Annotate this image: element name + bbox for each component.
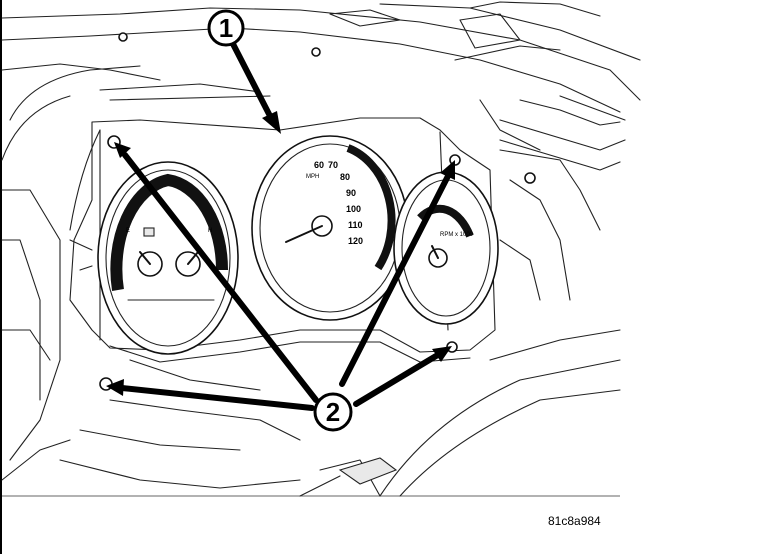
callout-2: 2 [313,392,353,432]
left-frame-border [0,0,2,554]
callout-1: 1 [207,9,245,47]
left-gauge: E H [97,161,239,355]
figure-code: 81c8a984 [548,514,601,528]
callout-1-label: 1 [219,13,233,43]
speed-tick-60: 60 [314,160,324,170]
dashboard-outline [1,1,641,497]
speed-unit: MPH [306,174,319,180]
speed-tick-120: 120 [348,236,363,246]
speed-tick-70: 70 [328,160,338,170]
speed-tick-90: 90 [346,188,356,198]
speed-tick-110: 110 [348,220,363,230]
callout-2-arrows [106,142,455,411]
speed-tick-100: 100 [346,204,361,214]
callout-2-label: 2 [326,397,340,427]
callout-1-arrow [229,39,281,134]
tach-unit: RPM x 1000 [440,232,474,238]
speed-tick-80: 80 [340,172,350,182]
svg-text:E: E [126,228,130,234]
svg-text:H: H [208,228,212,234]
speedometer-gauge: 60 70 80 90 100 110 120 MPH [251,135,409,321]
tachometer-gauge: RPM x 1000 [393,171,499,325]
